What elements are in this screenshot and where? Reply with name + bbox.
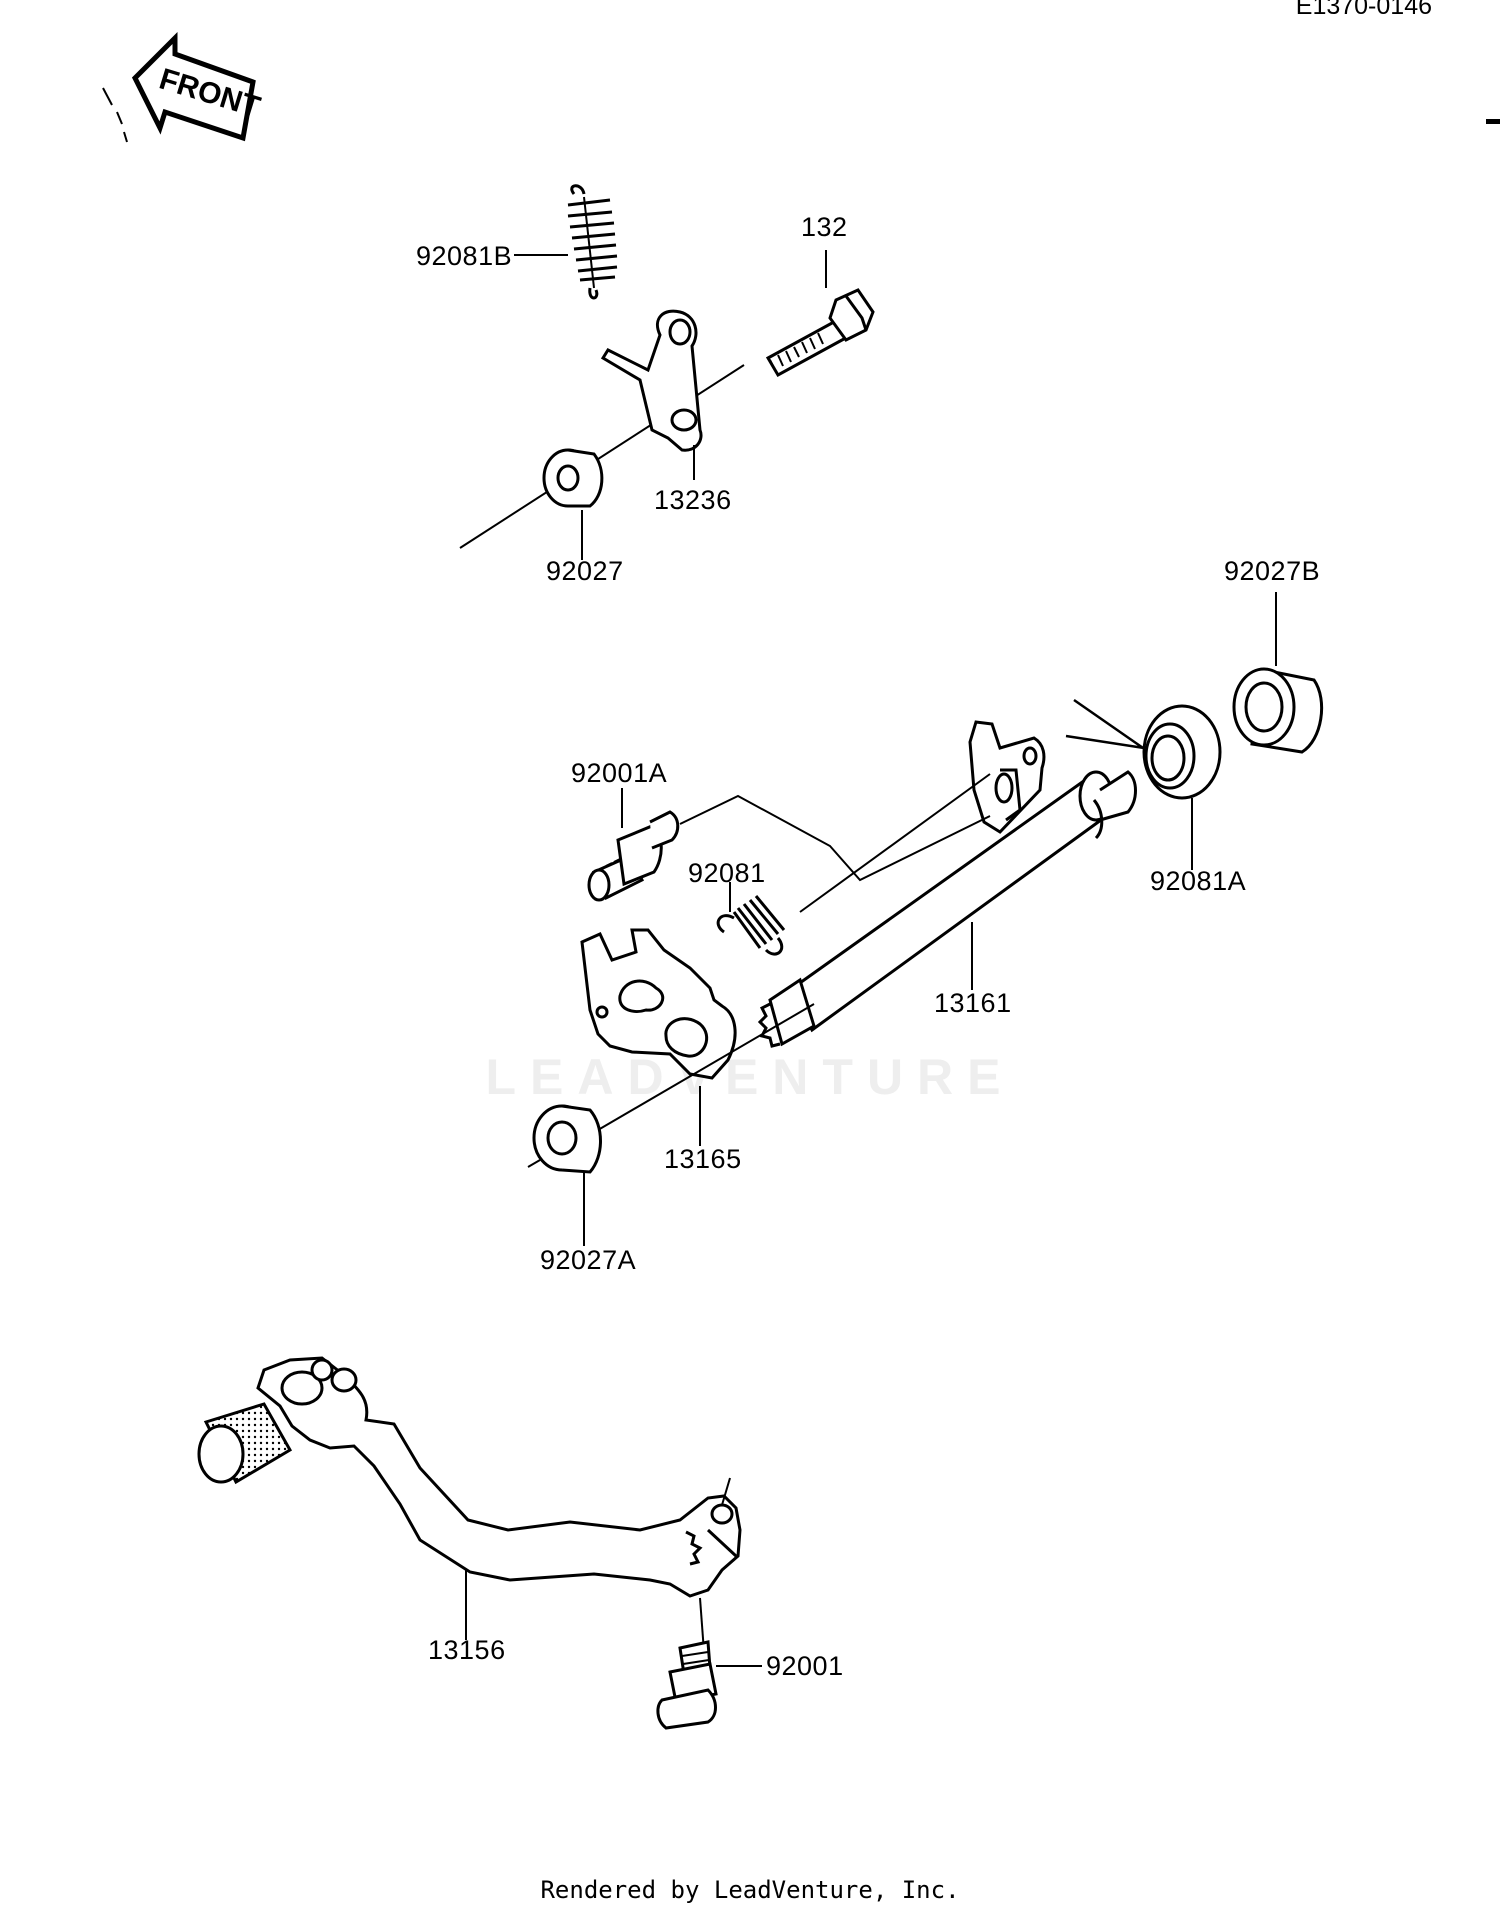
bolt-132-icon [765, 288, 875, 378]
bracket-13236-icon [600, 309, 703, 452]
callout-13156: 13156 [428, 1635, 506, 1665]
callout-92081: 92081 [688, 858, 766, 888]
collar-92027a-icon [527, 1104, 602, 1174]
spring-92081b-icon [567, 184, 618, 300]
callout-92001a: 92001A [571, 758, 668, 788]
shaft-13161-icon [757, 770, 1137, 1048]
callout-13165: 13165 [664, 1144, 742, 1174]
callout-92001: 92001 [766, 1651, 844, 1681]
shaft-arm-icon [968, 720, 1046, 834]
callout-92027a: 92027A [540, 1245, 637, 1275]
torsion-spring-92081a-icon [1065, 698, 1222, 800]
shift-pedal-13156-icon [197, 1356, 742, 1598]
callout-92081b: 92081B [416, 241, 513, 271]
plate-13165-icon [580, 928, 737, 1080]
callout-13236: 13236 [654, 485, 732, 515]
callout-92081a: 92081A [1150, 866, 1247, 896]
callout-92027b: 92027B [1224, 556, 1321, 586]
front-arrow-icon: FRONT [131, 31, 264, 142]
callout-leaders [465, 250, 1277, 1667]
edge-mark [1486, 119, 1500, 124]
collar-92027b-icon [1232, 667, 1324, 754]
spring-92081-icon [716, 773, 991, 956]
callout-92027: 92027 [546, 556, 624, 586]
stud-92001a-icon [587, 810, 680, 902]
footer-credit: Rendered by LeadVenture, Inc. [540, 1876, 960, 1904]
diagram-code: E1370-0146 [1295, 0, 1432, 20]
callout-13161: 13161 [934, 988, 1012, 1018]
watermark: LEADVENTURE [485, 1049, 1015, 1105]
collar-92027-icon [542, 448, 604, 508]
callout-132: 132 [801, 212, 848, 242]
bolt-92001-icon [656, 1640, 718, 1730]
